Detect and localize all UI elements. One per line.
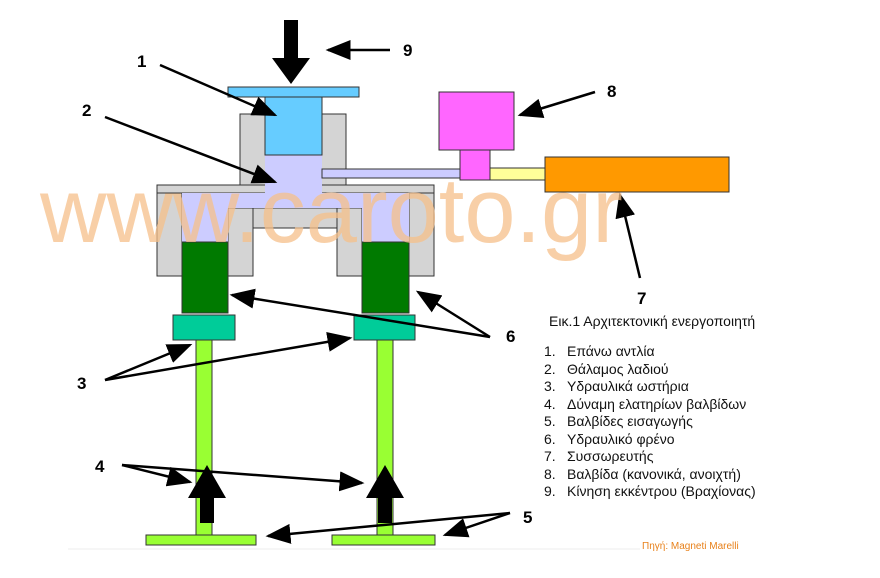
callout-numbers: 1 2 3 4 5 6 7 8 9 bbox=[77, 41, 646, 527]
legend-item: 3. Υδραυλικά ωστήρια bbox=[544, 378, 756, 396]
accumulator bbox=[544, 156, 730, 193]
legend-item: 7. Συσσωρευτής bbox=[544, 448, 756, 466]
hydraulic-tappet-left bbox=[172, 314, 236, 341]
legend-number: 6. bbox=[544, 430, 556, 447]
legend-text: Δύναμη ελατηρίων βαλβίδων bbox=[567, 395, 747, 412]
callout-6: 6 bbox=[506, 327, 515, 346]
legend-item: 2. Θάλαμος λαδιού bbox=[544, 361, 756, 379]
spring-force-arrow-left bbox=[188, 465, 226, 523]
legend-text: Υδραυλικό φρένο bbox=[567, 430, 675, 447]
legend-item: 1. Επάνω αντλία bbox=[544, 343, 756, 361]
legend-number: 3. bbox=[544, 378, 556, 394]
legend-text: Βαλβίδες εισαγωγής bbox=[567, 413, 693, 429]
intake-valve-right bbox=[331, 534, 436, 546]
legend-item: 9. Κίνηση εκκέντρου (Βραχίονας) bbox=[544, 483, 756, 501]
legend-item: 4. Δύναμη ελατηρίων βαλβίδων bbox=[544, 396, 756, 414]
legend-item: 5. Βαλβίδες εισαγωγής bbox=[544, 413, 756, 431]
callout-2: 2 bbox=[82, 101, 91, 120]
legend-text: Θάλαμος λαδιού bbox=[567, 360, 669, 377]
legend-number: 9. bbox=[544, 483, 556, 499]
left-outer-housing bbox=[156, 192, 183, 277]
callout-5: 5 bbox=[523, 508, 532, 527]
legend-text: Συσσωρευτής bbox=[567, 448, 654, 464]
legend-text: Επάνω αντλία bbox=[567, 343, 655, 359]
callout-1: 1 bbox=[137, 52, 146, 71]
valve-body bbox=[459, 149, 491, 181]
watermark: www.caroto.gr bbox=[39, 160, 623, 262]
callout-4: 4 bbox=[95, 457, 105, 476]
legend-number: 7. bbox=[544, 448, 556, 464]
upper-pump bbox=[264, 96, 323, 156]
source-credit: Πηγή: Magneti Marelli bbox=[642, 541, 739, 552]
legend: 1. Επάνω αντλία 2. Θάλαμος λαδιού 3. Υδραυλ… bbox=[544, 343, 756, 501]
callout-7: 7 bbox=[637, 289, 646, 308]
legend-number: 1. bbox=[544, 343, 556, 359]
legend-number: 2. bbox=[544, 360, 556, 377]
pump-cap bbox=[227, 86, 360, 98]
leader-lines bbox=[104, 40, 642, 544]
callout-8: 8 bbox=[607, 82, 616, 101]
solenoid-valve bbox=[438, 91, 515, 151]
legend-text: Βαλβίδα (κανονικά, ανοιχτή) bbox=[567, 465, 741, 482]
legend-item: 8. Βαλβίδα (κανονικά, ανοιχτή) bbox=[544, 466, 756, 484]
legend-number: 5. bbox=[544, 413, 556, 429]
hydraulic-brake-right bbox=[361, 241, 410, 314]
legend-number: 8. bbox=[544, 465, 556, 482]
right-inner-housing bbox=[336, 207, 363, 277]
intake-valve-left bbox=[145, 534, 257, 546]
legend-item: 6. Υδραυλικό φρένο bbox=[544, 431, 756, 449]
callout-3: 3 bbox=[77, 374, 86, 393]
legend-text: Κίνηση εκκέντρου (Βραχίονας) bbox=[567, 483, 756, 499]
legend-text: Υδραυλικά ωστήρια bbox=[567, 378, 689, 394]
hydraulic-brake-left bbox=[181, 241, 229, 314]
spring-force-arrow-right bbox=[366, 465, 404, 523]
callout-9: 9 bbox=[403, 41, 412, 60]
figure-caption: Εικ.1 Αρχιτεκτονική ενεργοποιητή bbox=[549, 313, 756, 329]
legend-number: 4. bbox=[544, 395, 556, 412]
cam-force-arrow bbox=[272, 20, 310, 84]
oil-chamber bbox=[182, 155, 409, 242]
